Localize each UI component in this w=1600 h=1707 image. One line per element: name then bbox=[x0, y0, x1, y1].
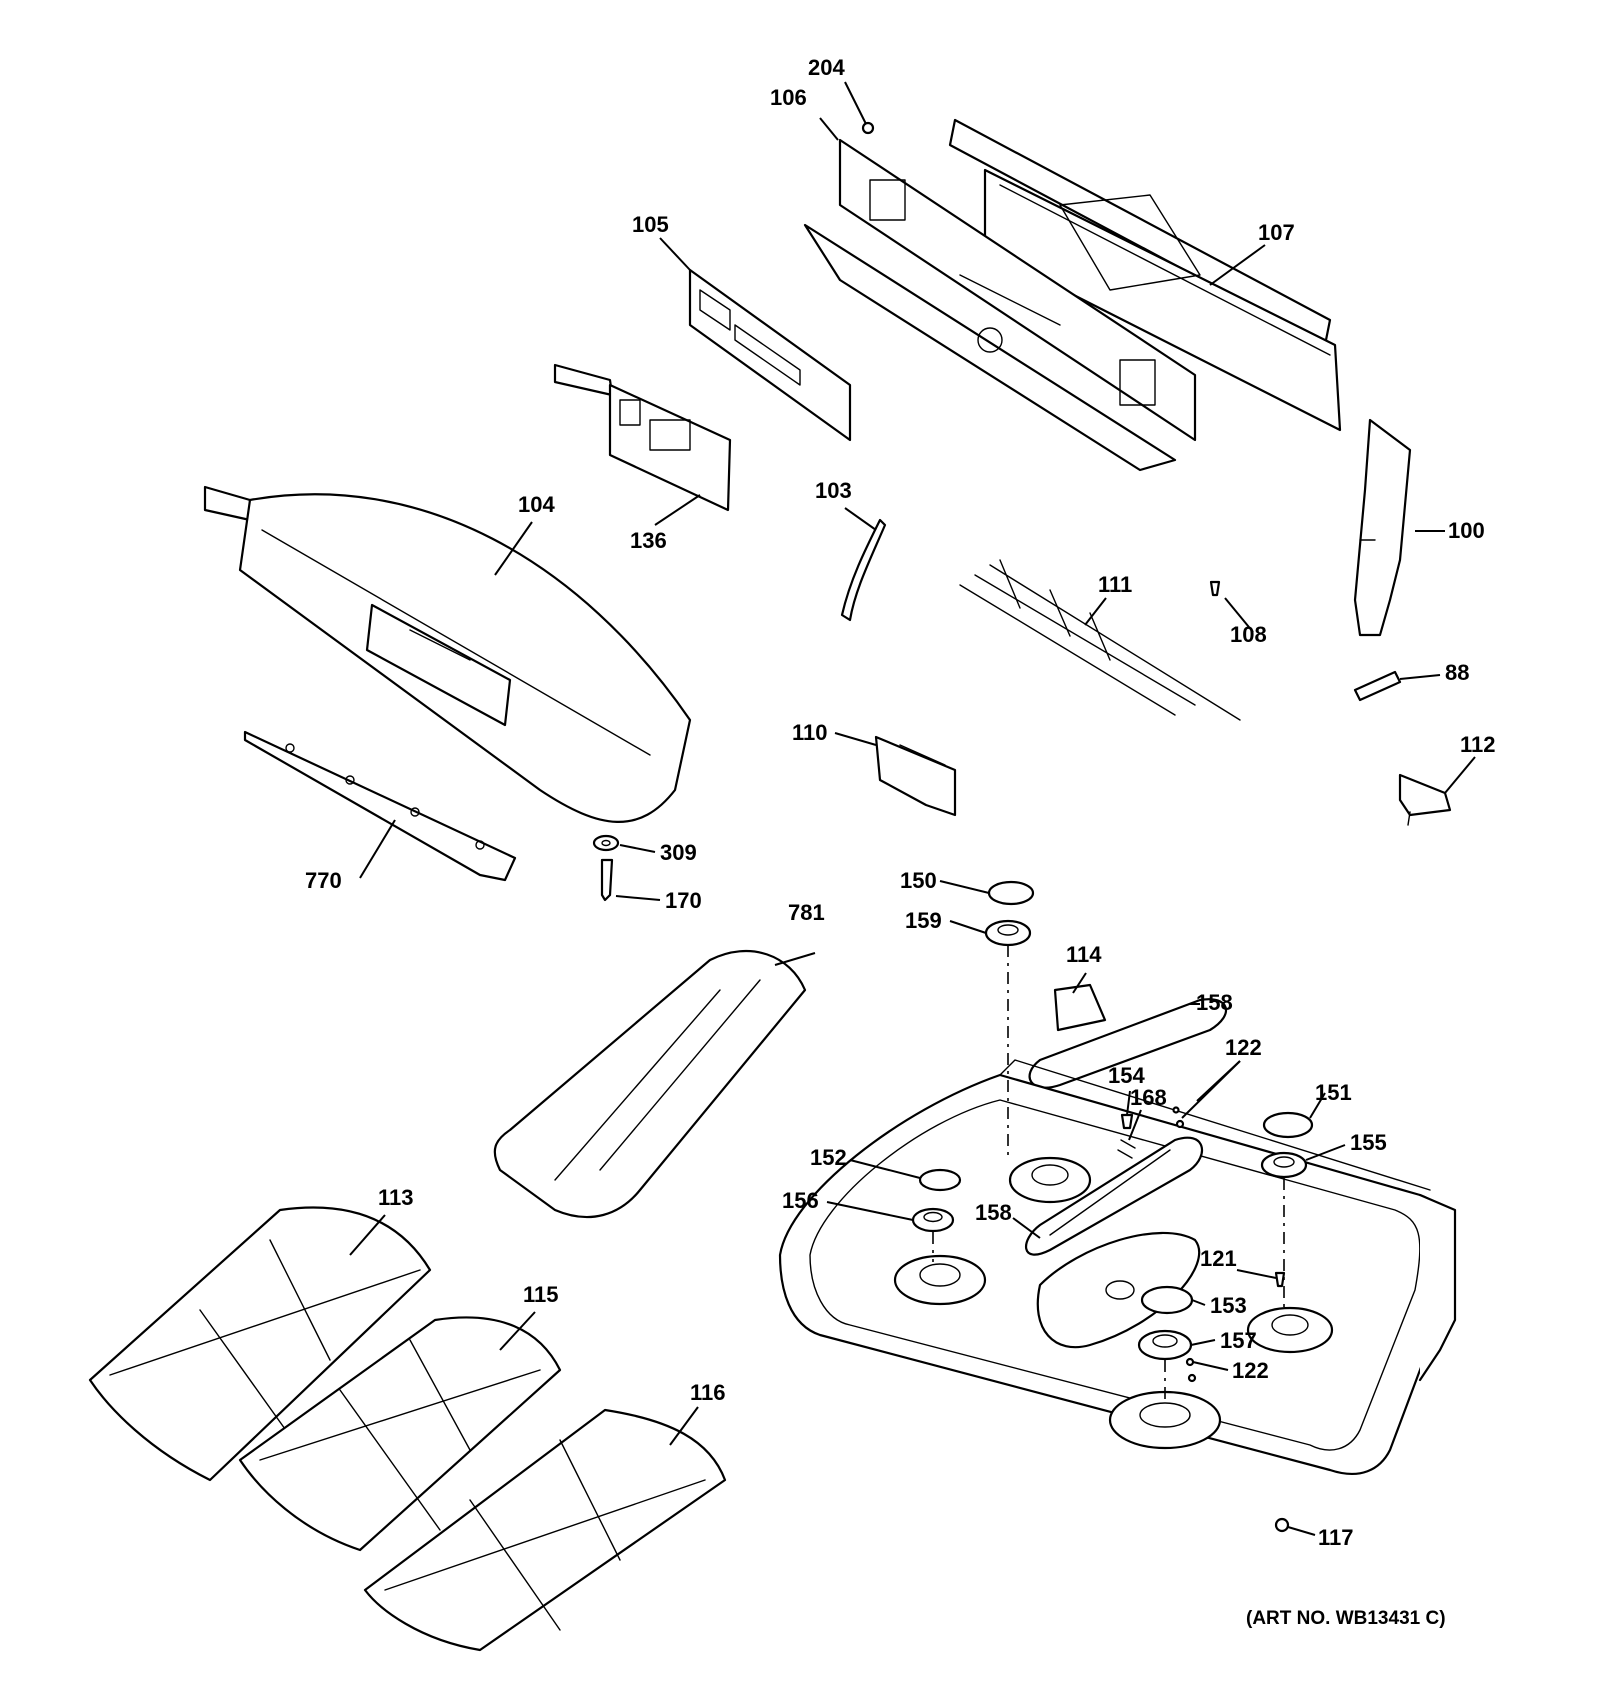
part-104-control-panel bbox=[203, 485, 692, 823]
part-115-grate bbox=[238, 1316, 562, 1552]
callout-152: 152 bbox=[810, 1145, 847, 1170]
callout-110: 110 bbox=[792, 720, 828, 745]
part-770-bracket bbox=[243, 730, 517, 882]
part-107-back-trim bbox=[948, 118, 1342, 432]
callout-155: 155 bbox=[1350, 1130, 1387, 1155]
part-204-screw bbox=[861, 121, 875, 135]
part-burner-left-rear bbox=[1008, 1156, 1092, 1204]
part-burner-left-front bbox=[893, 1254, 987, 1306]
part-154-screw bbox=[1120, 1113, 1134, 1130]
callout-labels: 204 106 105 107 104 136 103 100 111 108 … bbox=[305, 55, 1496, 1550]
part-122-screw-bottom bbox=[1185, 1357, 1197, 1383]
part-100-side-trim bbox=[1353, 418, 1412, 637]
callout-115: 115 bbox=[523, 1282, 559, 1307]
part-106-backguard bbox=[803, 138, 1197, 472]
callout-136: 136 bbox=[630, 528, 667, 553]
callout-104: 104 bbox=[518, 492, 555, 517]
part-153-cap bbox=[1140, 1285, 1194, 1315]
part-156-head bbox=[911, 1207, 955, 1233]
part-113-grate bbox=[88, 1206, 432, 1482]
part-108-screw bbox=[1209, 580, 1221, 597]
part-103-harness bbox=[840, 518, 887, 622]
callout-151: 151 bbox=[1315, 1080, 1352, 1105]
part-159-head bbox=[984, 919, 1032, 947]
part-111-wiring bbox=[959, 559, 1241, 721]
part-155-head bbox=[1260, 1151, 1308, 1179]
callout-156: 156 bbox=[782, 1188, 819, 1213]
part-150-cap bbox=[987, 880, 1035, 906]
callout-108: 108 bbox=[1230, 622, 1267, 647]
part-114-bracket bbox=[1053, 983, 1107, 1032]
art-number: (ART NO. WB13431 C) bbox=[1246, 1608, 1446, 1629]
part-309-washer bbox=[592, 834, 620, 852]
part-112-valve bbox=[1398, 773, 1452, 826]
callout-154: 154 bbox=[1108, 1063, 1145, 1088]
callout-309: 309 bbox=[660, 840, 697, 865]
part-158-oval-burner bbox=[1025, 1136, 1204, 1256]
callout-122-bottom: 122 bbox=[1232, 1358, 1269, 1383]
part-burner-right-rear bbox=[1246, 1306, 1334, 1354]
part-781-griddle bbox=[493, 950, 807, 1219]
callout-105: 105 bbox=[632, 212, 669, 237]
callout-170: 170 bbox=[665, 888, 702, 913]
callout-106: 106 bbox=[770, 85, 807, 110]
callout-168: 168 bbox=[1130, 1085, 1167, 1110]
part-burner-center-oval bbox=[1036, 1231, 1201, 1349]
callout-111: 111 bbox=[1098, 572, 1132, 597]
callout-770: 770 bbox=[305, 868, 342, 893]
part-88-clip bbox=[1353, 670, 1402, 702]
part-122-screw-top bbox=[1172, 1106, 1185, 1129]
callout-781: 781 bbox=[788, 900, 825, 925]
part-170-screw bbox=[600, 858, 614, 902]
callout-121: 121 bbox=[1200, 1246, 1237, 1271]
callout-112: 112 bbox=[1460, 732, 1496, 757]
callout-103: 103 bbox=[815, 478, 852, 503]
part-116-grate bbox=[363, 1408, 727, 1652]
callout-158-top: 158 bbox=[1196, 990, 1233, 1015]
part-136-keypad bbox=[553, 363, 732, 512]
part-burner-right-front bbox=[1108, 1390, 1222, 1450]
part-158-burner-cover-top bbox=[1028, 998, 1228, 1089]
part-157-head bbox=[1137, 1329, 1193, 1361]
part-110-module bbox=[874, 735, 957, 817]
callout-122-top: 122 bbox=[1225, 1035, 1262, 1060]
part-105-control-board bbox=[688, 268, 852, 442]
callout-107: 107 bbox=[1258, 220, 1295, 245]
callout-114: 114 bbox=[1066, 942, 1102, 967]
callout-157: 157 bbox=[1220, 1328, 1257, 1353]
part-168-spring bbox=[1117, 1139, 1136, 1159]
callout-159: 159 bbox=[905, 908, 942, 933]
callout-117: 117 bbox=[1318, 1525, 1354, 1550]
part-151-cap bbox=[1262, 1111, 1314, 1139]
callout-153: 153 bbox=[1210, 1293, 1247, 1318]
callout-158-bottom: 158 bbox=[975, 1200, 1012, 1225]
part-121-screw bbox=[1274, 1271, 1286, 1288]
part-117-nut bbox=[1274, 1517, 1290, 1533]
part-152-cap bbox=[918, 1168, 962, 1192]
callout-113: 113 bbox=[378, 1185, 414, 1210]
callout-100: 100 bbox=[1448, 518, 1485, 543]
leader-lines bbox=[349, 81, 1476, 1536]
callout-116: 116 bbox=[690, 1380, 726, 1405]
callout-88: 88 bbox=[1445, 660, 1469, 685]
callout-150: 150 bbox=[900, 868, 937, 893]
callout-204: 204 bbox=[808, 55, 845, 80]
